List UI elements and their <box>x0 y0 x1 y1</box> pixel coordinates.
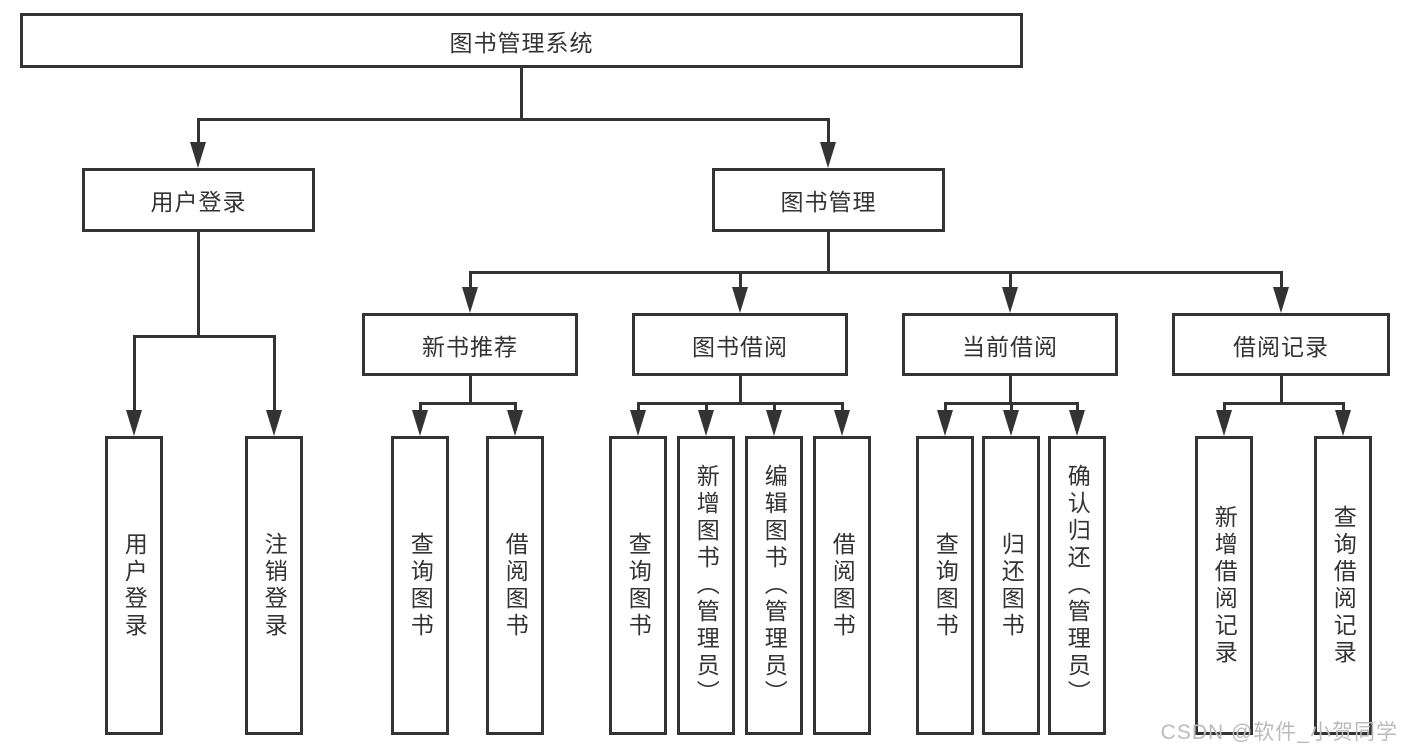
arrow-down-icon <box>937 410 953 436</box>
arrow-down-icon <box>1003 410 1019 436</box>
leaf-cb-return-book: 归还图书 <box>982 436 1040 735</box>
connector-arrow-stem <box>468 271 472 291</box>
leaf-bb-add-book-label: 新增图书（管理员） <box>693 464 720 707</box>
leaf-bb-edit-book-label: 编辑图书（管理员） <box>761 464 788 707</box>
leaf-rec-query-book: 查询图书 <box>391 436 449 735</box>
arrow-down-icon <box>834 410 850 436</box>
node-new-book-recommendation-label: 新书推荐 <box>422 333 518 360</box>
leaf-user-login: 用户登录 <box>105 436 163 735</box>
node-borrowing-records-label: 借阅记录 <box>1233 333 1329 360</box>
leaf-cb-confirm-return-label: 确认归还（管理员） <box>1064 464 1091 707</box>
connector-hline <box>132 335 276 338</box>
node-book-borrowing: 图书借阅 <box>632 313 848 376</box>
node-book-management: 图书管理 <box>712 168 945 232</box>
connector-arrow-stem <box>132 335 136 414</box>
arrow-down-icon <box>126 410 142 436</box>
node-book-management-label: 图书管理 <box>780 189 877 215</box>
leaf-bb-add-book: 新增图书（管理员） <box>677 436 735 735</box>
connector-vline <box>826 232 830 274</box>
node-new-book-recommendation: 新书推荐 <box>362 313 578 376</box>
arrow-down-icon <box>507 410 523 436</box>
connector-arrow-stem <box>826 118 830 146</box>
leaf-cb-return-book-label: 归还图书 <box>998 531 1025 640</box>
node-borrowing-records: 借阅记录 <box>1172 313 1390 376</box>
arrow-down-icon <box>1273 287 1289 313</box>
arrow-down-icon <box>1069 410 1085 436</box>
leaf-br-query-record: 查询借阅记录 <box>1314 436 1372 735</box>
leaf-br-add-record: 新增借阅记录 <box>1195 436 1253 735</box>
connector-arrow-stem <box>196 118 200 146</box>
leaf-bb-borrow-book: 借阅图书 <box>813 436 871 735</box>
leaf-cb-query-book-label: 查询图书 <box>932 531 959 640</box>
node-current-borrowing: 当前借阅 <box>902 313 1118 376</box>
connector-arrow-stem <box>1222 402 1226 414</box>
connector-vline <box>468 376 472 405</box>
node-user-login-label: 用户登录 <box>150 189 247 215</box>
csdn-watermark: CSDN @软件_小贺同学 <box>1160 721 1398 744</box>
connector-arrow-stem <box>1341 402 1345 414</box>
arrow-down-icon <box>412 410 428 436</box>
leaf-logout-label: 注销登录 <box>261 531 288 640</box>
connector-vline <box>196 232 200 338</box>
connector-arrow-stem <box>513 402 517 414</box>
arrow-down-icon <box>732 287 748 313</box>
leaf-cb-confirm-return: 确认归还（管理员） <box>1048 436 1106 735</box>
arrow-down-icon <box>266 410 282 436</box>
arrow-down-icon <box>630 410 646 436</box>
arrow-down-icon <box>190 142 206 168</box>
leaf-br-add-record-label: 新增借阅记录 <box>1211 504 1238 667</box>
connector-vline <box>1008 376 1012 405</box>
node-root: 图书管理系统 <box>20 13 1023 68</box>
connector-arrow-stem <box>1279 271 1283 291</box>
leaf-bb-edit-book: 编辑图书（管理员） <box>745 436 803 735</box>
connector-vline <box>1279 376 1283 405</box>
leaf-bb-query-book-label: 查询图书 <box>625 531 652 640</box>
connector-arrow-stem <box>772 402 776 414</box>
node-book-borrowing-label: 图书借阅 <box>692 333 788 360</box>
leaf-user-login-label: 用户登录 <box>121 531 148 640</box>
connector-arrow-stem <box>943 402 947 414</box>
connector-arrow-stem <box>418 402 422 414</box>
connector-arrow-stem <box>840 402 844 414</box>
connector-arrow-stem <box>1009 402 1013 414</box>
leaf-logout: 注销登录 <box>245 436 303 735</box>
leaf-bb-query-book: 查询图书 <box>609 436 667 735</box>
arrow-down-icon <box>1216 410 1232 436</box>
arrow-down-icon <box>1335 410 1351 436</box>
connector-arrow-stem <box>272 335 276 414</box>
leaf-rec-query-book-label: 查询图书 <box>407 531 434 640</box>
connector-hline <box>636 402 844 405</box>
leaf-cb-query-book: 查询图书 <box>916 436 974 735</box>
connector-arrow-stem <box>1075 402 1079 414</box>
connector-hline <box>1222 402 1345 405</box>
leaf-rec-borrow-book: 借阅图书 <box>486 436 544 735</box>
leaf-rec-borrow-book-label: 借阅图书 <box>502 531 529 640</box>
node-user-login: 用户登录 <box>82 168 315 232</box>
arrow-down-icon <box>820 142 836 168</box>
connector-hline <box>418 402 517 405</box>
arrow-down-icon <box>1002 287 1018 313</box>
leaf-br-query-record-label: 查询借阅记录 <box>1330 504 1357 667</box>
connector-arrow-stem <box>636 402 640 414</box>
node-current-borrowing-label: 当前借阅 <box>962 333 1058 360</box>
leaf-bb-borrow-book-label: 借阅图书 <box>829 531 856 640</box>
node-root-label: 图书管理系统 <box>449 29 594 56</box>
connector-vline <box>519 68 523 121</box>
connector-arrow-stem <box>1008 271 1012 291</box>
connector-hline <box>468 271 1283 274</box>
connector-arrow-stem <box>738 271 742 291</box>
arrow-down-icon <box>766 410 782 436</box>
connector-arrow-stem <box>704 402 708 414</box>
connector-vline <box>738 376 742 405</box>
arrow-down-icon <box>462 287 478 313</box>
connector-hline <box>196 118 830 121</box>
arrow-down-icon <box>698 410 714 436</box>
